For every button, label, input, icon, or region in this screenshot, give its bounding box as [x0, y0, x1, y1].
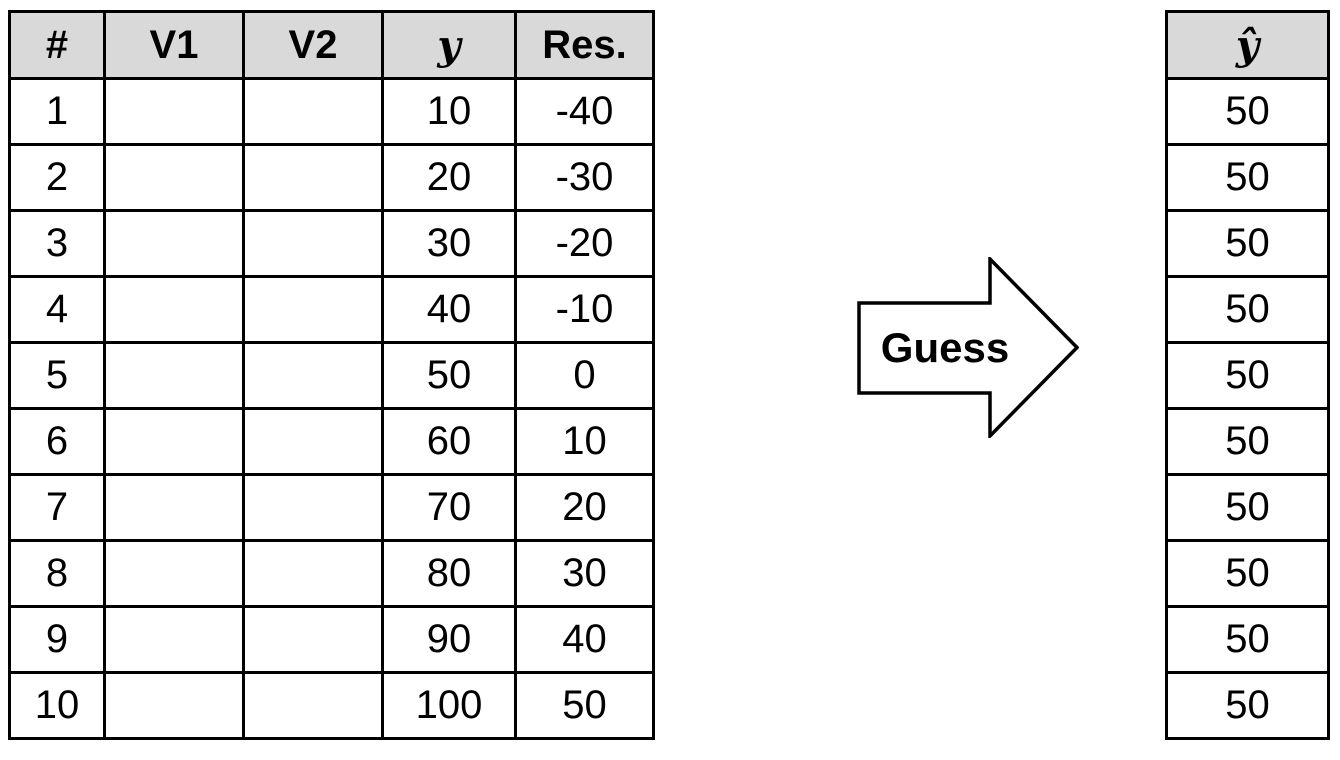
v2-cell [242, 77, 384, 146]
table-row: 50 [1165, 539, 1330, 608]
table-row: 9 90 40 [8, 605, 655, 674]
table-row: 4 40 -10 [8, 275, 655, 344]
residual-cell: -40 [514, 77, 655, 146]
observations-table: # V1 V2 y Res. 1 10 -40 2 20 -30 3 30 -2… [8, 10, 655, 740]
v2-cell [242, 473, 384, 542]
v1-cell [103, 341, 245, 410]
y-cell: 30 [381, 209, 517, 278]
v1-cell [103, 77, 245, 146]
header-row-number: # [8, 10, 106, 80]
header-y-hat: ŷ [1165, 10, 1330, 80]
v2-cell [242, 539, 384, 608]
residual-cell: 10 [514, 407, 655, 476]
v2-cell [242, 143, 384, 212]
y-hat-cell: 50 [1165, 341, 1330, 410]
row-number-cell: 4 [8, 275, 106, 344]
y-hat-cell: 50 [1165, 671, 1330, 740]
v2-cell [242, 209, 384, 278]
row-number-cell: 1 [8, 77, 106, 146]
right-block-arrow-icon: Guess [857, 257, 1079, 438]
table-row: 50 [1165, 143, 1330, 212]
table-row: 50 [1165, 275, 1330, 344]
v2-cell [242, 275, 384, 344]
table-row: 50 [1165, 209, 1330, 278]
v1-cell [103, 539, 245, 608]
prediction-table: ŷ 50 50 50 50 50 50 50 50 50 50 [1165, 10, 1330, 740]
v2-cell [242, 407, 384, 476]
residual-cell: 0 [514, 341, 655, 410]
header-v1: V1 [103, 10, 245, 80]
row-number-cell: 7 [8, 473, 106, 542]
table-row: 8 80 30 [8, 539, 655, 608]
v2-cell [242, 671, 384, 740]
table-row: 2 20 -30 [8, 143, 655, 212]
y-hat-cell: 50 [1165, 473, 1330, 542]
v1-cell [103, 209, 245, 278]
row-number-cell: 3 [8, 209, 106, 278]
table-row: 50 [1165, 473, 1330, 542]
table-row: 50 [1165, 407, 1330, 476]
table-row: 10 100 50 [8, 671, 655, 740]
residual-cell: -10 [514, 275, 655, 344]
y-hat-cell: 50 [1165, 275, 1330, 344]
v1-cell [103, 605, 245, 674]
residual-cell: -30 [514, 143, 655, 212]
v1-cell [103, 143, 245, 212]
y-hat-cell: 50 [1165, 605, 1330, 674]
table-header-row: ŷ [1165, 10, 1330, 80]
y-hat-cell: 50 [1165, 77, 1330, 146]
table-row: 5 50 0 [8, 341, 655, 410]
v1-cell [103, 671, 245, 740]
y-hat-cell: 50 [1165, 407, 1330, 476]
y-cell: 40 [381, 275, 517, 344]
residual-cell: 50 [514, 671, 655, 740]
y-hat-cell: 50 [1165, 143, 1330, 212]
y-cell: 20 [381, 143, 517, 212]
row-number-cell: 6 [8, 407, 106, 476]
row-number-cell: 9 [8, 605, 106, 674]
v1-cell [103, 473, 245, 542]
table-row: 1 10 -40 [8, 77, 655, 146]
y-cell: 100 [381, 671, 517, 740]
header-y: y [381, 10, 517, 80]
table-row: 50 [1165, 605, 1330, 674]
header-residual: Res. [514, 10, 655, 80]
guess-arrow-label: Guess [881, 324, 1009, 371]
table-row: 6 60 10 [8, 407, 655, 476]
y-hat-cell: 50 [1165, 539, 1330, 608]
v2-cell [242, 605, 384, 674]
table-header-row: # V1 V2 y Res. [8, 10, 655, 80]
row-number-cell: 5 [8, 341, 106, 410]
row-number-cell: 2 [8, 143, 106, 212]
y-cell: 10 [381, 77, 517, 146]
residual-cell: 40 [514, 605, 655, 674]
residual-cell: 20 [514, 473, 655, 542]
v1-cell [103, 275, 245, 344]
table-row: 50 [1165, 671, 1330, 740]
row-number-cell: 10 [8, 671, 106, 740]
v2-cell [242, 341, 384, 410]
y-cell: 50 [381, 341, 517, 410]
residual-cell: 30 [514, 539, 655, 608]
y-cell: 70 [381, 473, 517, 542]
header-v2: V2 [242, 10, 384, 80]
y-hat-cell: 50 [1165, 209, 1330, 278]
table-row: 7 70 20 [8, 473, 655, 542]
residual-cell: -20 [514, 209, 655, 278]
table-row: 3 30 -20 [8, 209, 655, 278]
row-number-cell: 8 [8, 539, 106, 608]
table-row: 50 [1165, 77, 1330, 146]
y-cell: 60 [381, 407, 517, 476]
v1-cell [103, 407, 245, 476]
guess-arrow: Guess [857, 257, 1079, 438]
y-cell: 80 [381, 539, 517, 608]
table-row: 50 [1165, 341, 1330, 410]
y-cell: 90 [381, 605, 517, 674]
